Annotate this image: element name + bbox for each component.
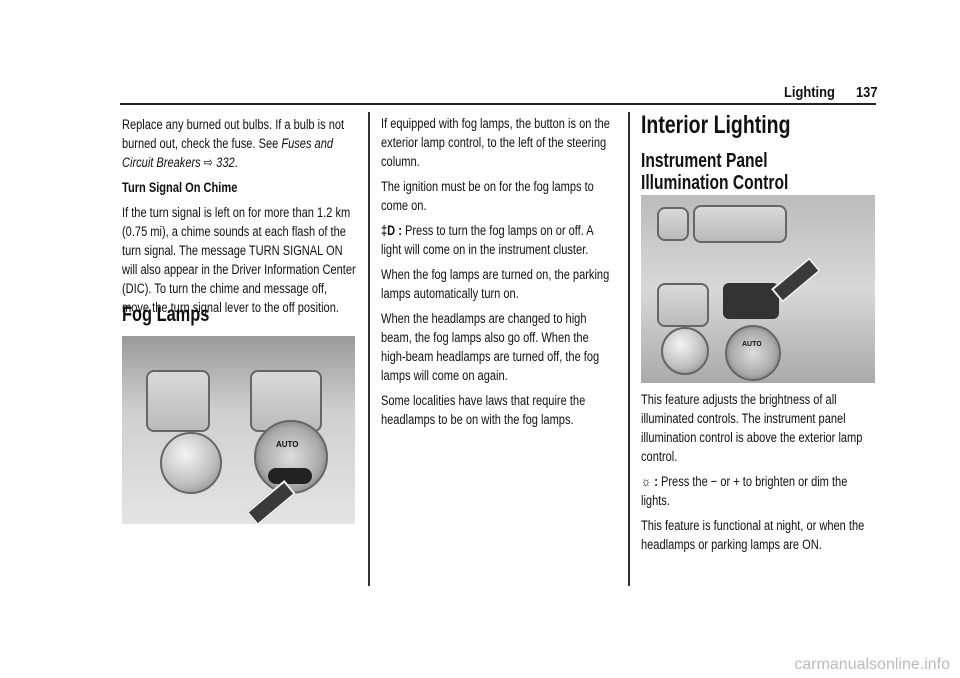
column-divider <box>368 112 370 586</box>
page-ref[interactable]: 332 <box>216 155 235 171</box>
instrument-panel-control-image: AUTO <box>641 195 875 383</box>
paragraph: If the turn signal is left on for more t… <box>122 205 356 316</box>
column-1: Replace any burned out bulbs. If a bulb … <box>122 116 356 324</box>
paragraph: ☼ : Press the − or + to brighten or dim … <box>641 473 875 511</box>
text: Replace any burned out bulbs. If a bulb … <box>122 117 345 152</box>
paragraph: The ignition must be on for the fog lamp… <box>381 179 594 214</box>
fog-lamp-icon: ‡D : <box>381 223 402 239</box>
paragraph: Replace any burned out bulbs. If a bulb … <box>122 117 345 171</box>
dimmer-icon: ☼ : <box>641 474 658 490</box>
column-divider <box>628 112 630 586</box>
fog-lamps-heading: Fog Lamps <box>122 303 210 326</box>
column-2: If equipped with fog lamps, the button i… <box>381 115 615 436</box>
paragraph: If equipped with fog lamps, the button i… <box>381 116 610 170</box>
interior-lighting-heading: Interior Lighting <box>641 111 791 139</box>
paragraph: This feature is functional at night, or … <box>641 518 865 553</box>
page-number: 137 <box>856 84 878 101</box>
arrow-ref-icon: ⇨ <box>203 155 214 171</box>
auto-label: AUTO <box>276 440 299 449</box>
text: Press the − or + to brighten or dim the … <box>641 474 848 509</box>
paragraph: When the fog lamps are turned on, the pa… <box>381 267 610 302</box>
paragraph: When the headlamps are changed to high b… <box>381 311 600 384</box>
column-1-heading: Fog Lamps <box>122 302 356 328</box>
column-3-body: This feature adjusts the brightness of a… <box>641 391 875 561</box>
section-title: Lighting <box>784 84 835 101</box>
instrument-panel-heading: Instrument Panel Illumination Control <box>641 150 789 194</box>
paragraph: ‡D : Press to turn the fog lamps on or o… <box>381 222 615 260</box>
fog-lamp-control-image: AUTO <box>122 336 355 524</box>
paragraph: This feature adjusts the brightness of a… <box>641 392 863 465</box>
watermark: carmanualsonline.info <box>794 656 950 673</box>
arrow-icon <box>771 257 821 303</box>
column-3: Interior Lighting Instrument Panel Illum… <box>641 110 875 194</box>
text: Press to turn the fog lamps on or off. A… <box>381 223 594 258</box>
subheading: Turn Signal On Chime <box>122 180 238 196</box>
fuses-link[interactable]: Fuses and Circuit Breakers <box>122 136 334 171</box>
header-rule <box>120 103 876 105</box>
paragraph: Some localities have laws that require t… <box>381 393 586 428</box>
auto-label: AUTO <box>742 341 762 348</box>
